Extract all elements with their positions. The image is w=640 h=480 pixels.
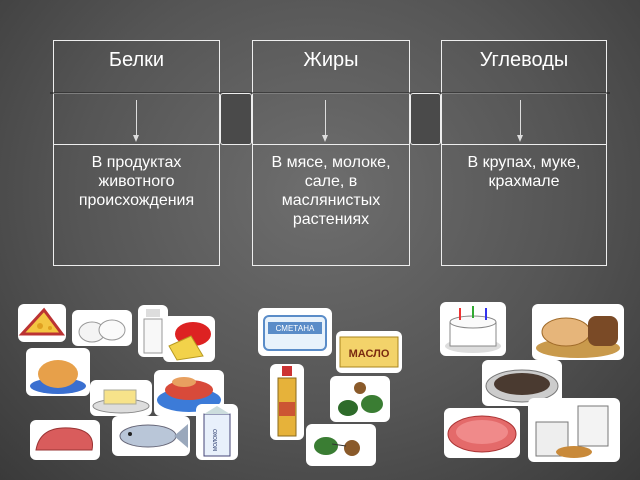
moloko-label: МОЛОКО bbox=[213, 429, 219, 451]
smetana-cup-icon: СМЕТАНА bbox=[258, 308, 332, 356]
connector-1-2 bbox=[220, 93, 252, 145]
nuts-icon bbox=[330, 376, 390, 422]
meat-icon bbox=[30, 420, 100, 460]
header-uglevody: Углеводы bbox=[479, 49, 569, 71]
arrow-down-icon bbox=[517, 100, 523, 142]
arrow-down-icon bbox=[133, 100, 139, 142]
milk-carton-icon: МОЛОКО bbox=[196, 404, 238, 460]
oil-bottle-icon bbox=[270, 364, 304, 440]
flour-bags-icon bbox=[528, 398, 620, 462]
text-zhiry: В мясе, молоке, сале, в маслянистых раст… bbox=[271, 154, 391, 228]
cheese-icon bbox=[18, 304, 66, 342]
smetana-label: СМЕТАНА bbox=[276, 324, 315, 333]
cake-icon bbox=[440, 302, 506, 356]
fish-icon bbox=[112, 416, 190, 456]
buckwheat-bowl-icon bbox=[482, 360, 562, 406]
hazelnut-icon bbox=[306, 424, 376, 466]
pasta-bowl-icon bbox=[444, 408, 520, 458]
header-belki: Белки bbox=[108, 49, 165, 71]
arrow-down-icon bbox=[322, 100, 328, 142]
header-zhiry: Жиры bbox=[303, 49, 359, 71]
eggs-icon bbox=[72, 310, 132, 346]
connector-2-3 bbox=[410, 93, 441, 145]
maslo-label: МАСЛО bbox=[349, 348, 390, 360]
cheese-wheel-icon bbox=[163, 316, 215, 362]
fish-platter-icon bbox=[154, 370, 224, 416]
bread-icon bbox=[532, 304, 624, 360]
text-belki: В продуктах животного происхождения bbox=[78, 154, 195, 209]
chicken-icon bbox=[26, 348, 90, 396]
text-uglevody: В крупах, муке, крахмале bbox=[467, 154, 581, 190]
maslo-pack-icon: МАСЛО bbox=[336, 331, 402, 373]
butter-dish-icon bbox=[90, 380, 152, 416]
